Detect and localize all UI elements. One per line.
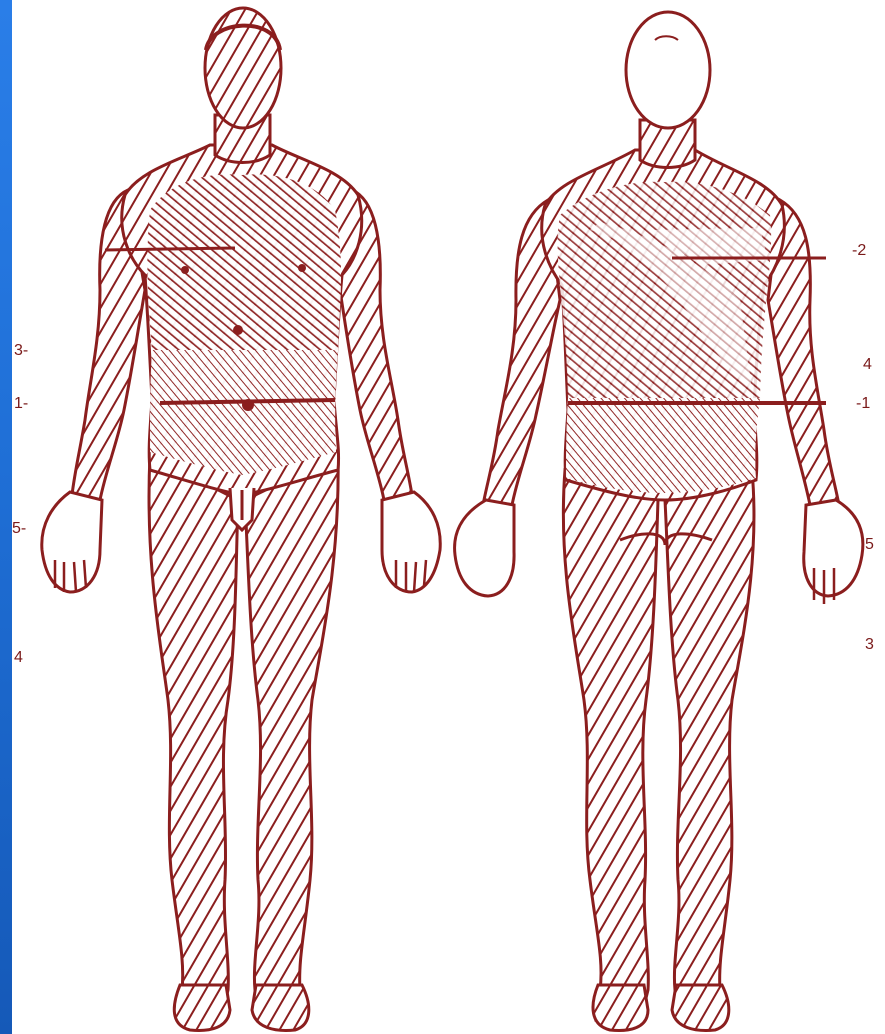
back-right-leg [665, 470, 754, 1022]
back-label-3: 3 [865, 637, 874, 653]
front-label-3: 3- [14, 343, 28, 359]
back-figure [455, 12, 863, 1030]
front-left-leg [149, 455, 238, 1022]
back-head [626, 12, 710, 128]
front-right-leg [245, 455, 338, 1022]
back-left-hand [455, 500, 514, 596]
front-left-hand [42, 492, 102, 592]
front-abdomen-shading [150, 350, 338, 475]
front-label-1: 1- [14, 396, 28, 412]
front-figure [42, 8, 440, 1030]
back-label-2: -2 [852, 243, 866, 259]
back-label-4: 4 [863, 357, 872, 373]
back-lower-shading [566, 398, 760, 493]
front-label-5: 5- [12, 521, 26, 537]
front-right-foot [252, 985, 309, 1030]
front-left-foot [174, 985, 230, 1030]
front-right-hand [382, 492, 440, 592]
back-label-5: 5 [865, 537, 874, 553]
front-chest-shading [147, 174, 341, 352]
front-label-4: 4 [14, 650, 23, 666]
back-left-leg [563, 470, 658, 1022]
back-label-1: -1 [856, 396, 870, 412]
